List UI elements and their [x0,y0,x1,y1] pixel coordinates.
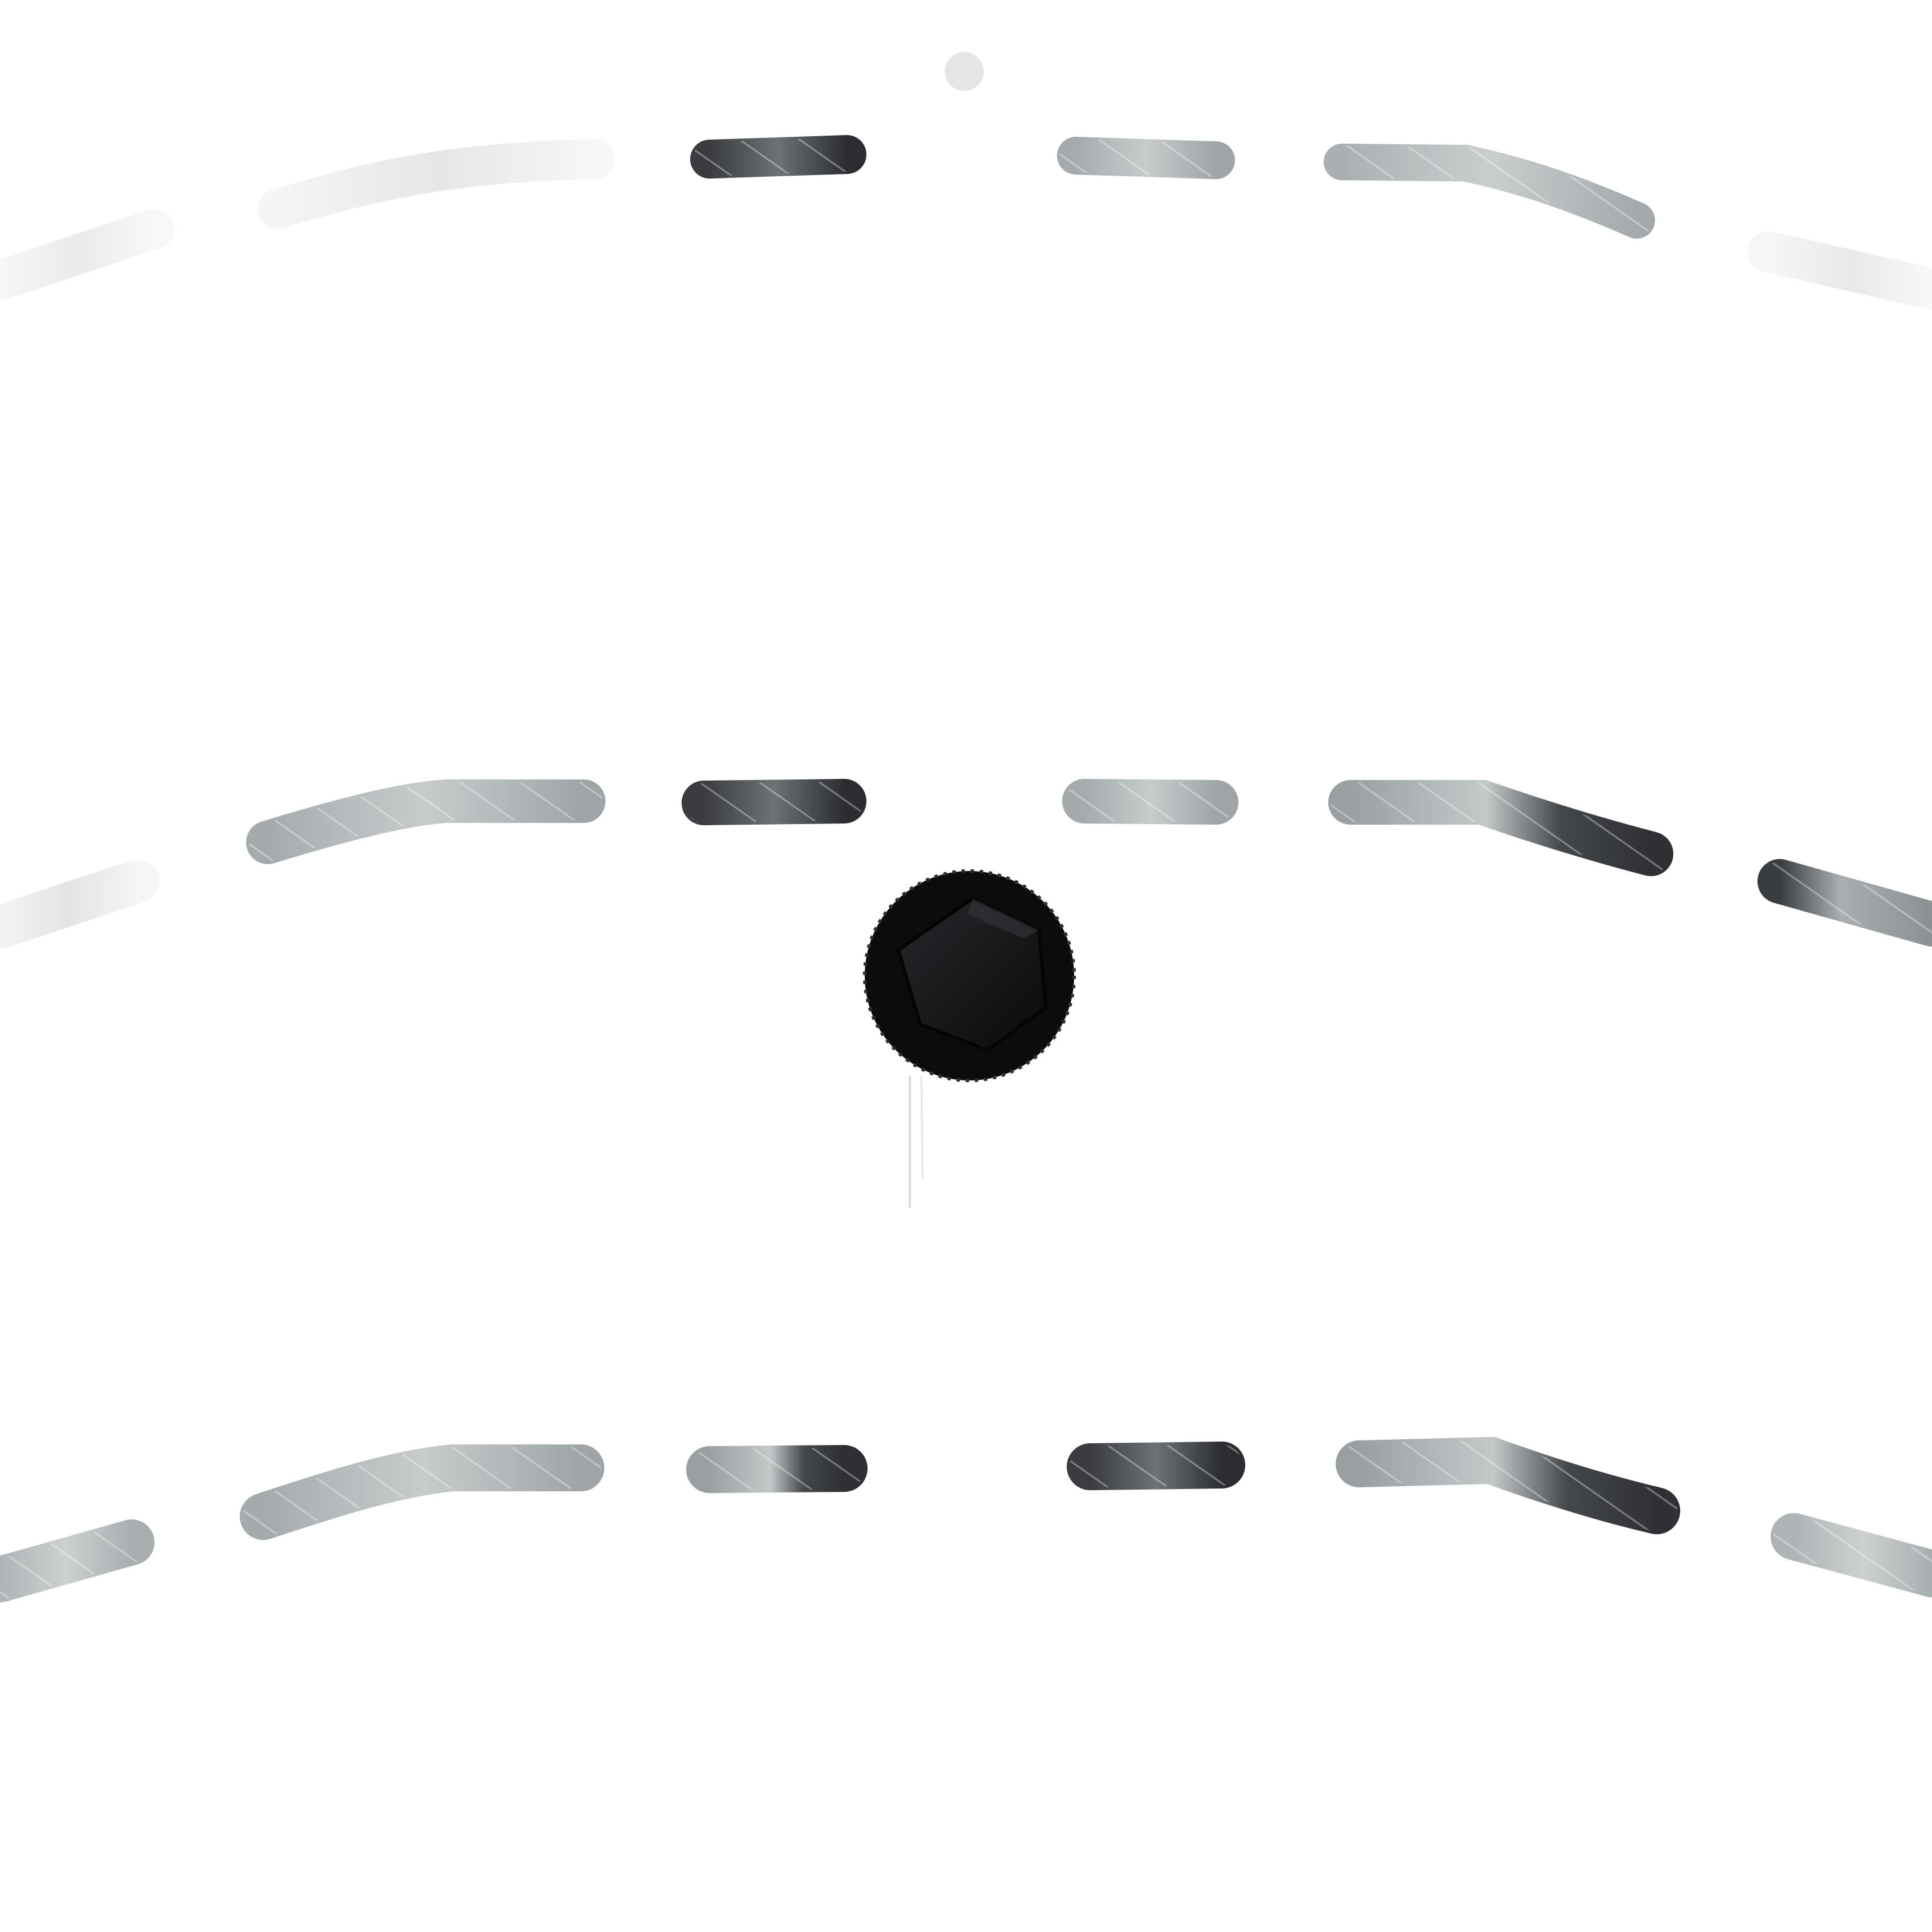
top-strip-center-left-texture [692,137,864,176]
middle-strip-far-right-texture [1760,862,1932,944]
middle-strip-left-texture [249,782,603,861]
middle-strip-right-texture [1331,783,1670,873]
top-row [0,52,1932,310]
bolt-head-highlight [967,898,1039,939]
bottom-strip-right-texture [1339,1439,1677,1531]
middle-strip-far-left [0,860,159,949]
top-strip-center-right-texture [1059,139,1233,177]
bolt-washer-edge [863,869,1076,1082]
top-strip-right-texture [1326,146,1653,236]
bottom-strip-left-texture [243,1447,601,1537]
middle-row [0,779,1932,949]
hex-bolt-icon [863,869,1076,1208]
bottom-strip-center-right-texture [1070,1444,1242,1487]
top-strip-left [258,139,615,229]
top-dot [945,52,984,91]
bottom-row [0,1436,1932,1602]
bolt-drip-line [920,1075,924,1179]
middle-strip-center-right-texture [1065,782,1236,822]
bottom-strip-far-left-texture [0,1522,152,1600]
top-strip-far-left [0,209,175,300]
top-strip-far-right [1748,231,1932,310]
bottom-strip-center-left-texture [689,1448,865,1490]
bottom-strip-far-right-texture [1773,1516,1932,1594]
middle-strip-center-left-texture [684,782,864,822]
